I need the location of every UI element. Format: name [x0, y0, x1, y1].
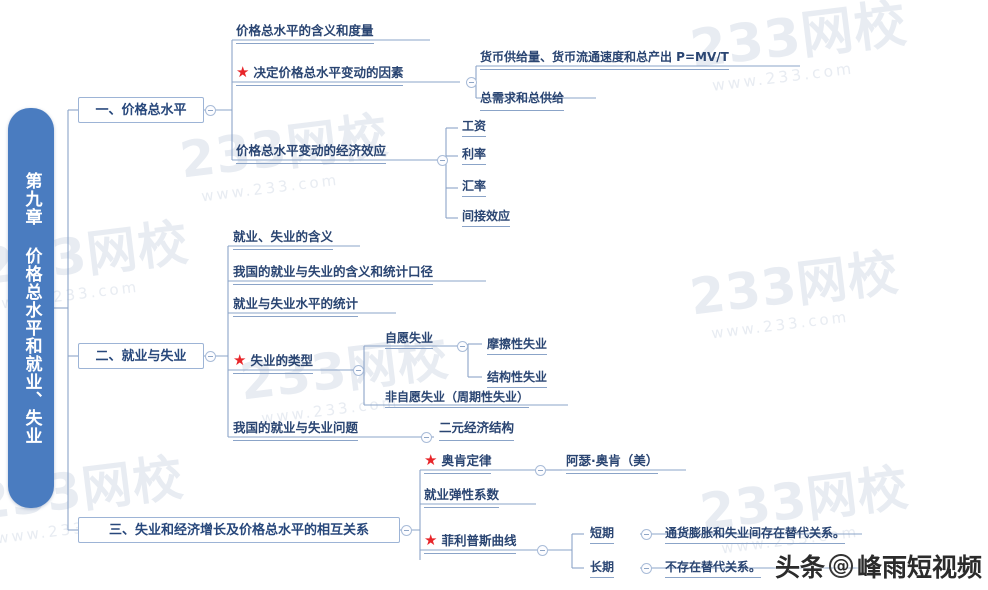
- node-dual-economy-structure-label: 二元经济结构: [439, 419, 515, 435]
- node-china-employment-problem[interactable]: 我国的就业与失业问题: [233, 419, 359, 441]
- star-icon-unemployment-types: ★: [233, 350, 247, 369]
- collapse-toggle-price-effects[interactable]: [437, 155, 448, 166]
- root-node-label: 第九章 价格总水平和就业、失业: [21, 171, 42, 445]
- node-employment-meaning[interactable]: 就业、失业的含义: [233, 228, 334, 250]
- node-long-term-detail[interactable]: 不存在替代关系。: [665, 559, 762, 578]
- collapse-toggle-phillips-curve[interactable]: [537, 545, 548, 556]
- node-structural-unemployment-label: 结构性失业: [487, 370, 548, 384]
- node-aggregate-demand-supply[interactable]: 总需求和总供给: [480, 89, 565, 111]
- node-price-level-effects[interactable]: 价格总水平变动的经济效应: [236, 142, 387, 164]
- node-short-term-label: 短期: [590, 526, 615, 540]
- node-china-employment-statistics[interactable]: 我国的就业与失业的含义和统计口径: [233, 263, 434, 285]
- node-china-employment-statistics-label: 我国的就业与失业的含义和统计口径: [233, 263, 434, 279]
- collapse-toggle-china-employment-problem[interactable]: [421, 432, 432, 443]
- collapse-toggle-price-factors[interactable]: [466, 77, 477, 88]
- node-structural-unemployment[interactable]: 结构性失业: [487, 369, 548, 388]
- node-frictional-unemployment-label: 摩擦性失业: [487, 337, 548, 351]
- section-node-1-label: 一、价格总水平: [95, 102, 187, 118]
- node-employment-meaning-label: 就业、失业的含义: [233, 228, 334, 244]
- collapse-toggle-okun-law[interactable]: [535, 465, 546, 476]
- node-long-term-detail-label: 不存在替代关系。: [665, 560, 762, 574]
- node-employment-level-statistics-label: 就业与失业水平的统计: [233, 295, 359, 311]
- node-involuntary-unemployment[interactable]: 非自愿失业（周期性失业）: [385, 388, 530, 408]
- node-money-supply-formula[interactable]: 货币供给量、货币流通速度和总产出 P=MV/T: [480, 48, 729, 70]
- node-wage[interactable]: 工资: [462, 118, 487, 137]
- node-employment-level-statistics[interactable]: 就业与失业水平的统计: [233, 295, 359, 317]
- node-phillips-curve[interactable]: ★ 菲利普斯曲线: [424, 530, 517, 554]
- root-node[interactable]: 第九章 价格总水平和就业、失业: [8, 108, 54, 508]
- collapse-toggle-section-1[interactable]: [205, 105, 216, 116]
- node-voluntary-unemployment-label: 自愿失业: [385, 330, 434, 345]
- node-indirect-effect-label: 间接效应: [462, 209, 511, 223]
- star-icon-okun-law: ★: [424, 450, 438, 469]
- collapse-toggle-long-term[interactable]: [641, 563, 652, 574]
- section-node-3[interactable]: 三、失业和经济增长及价格总水平的相互关系: [78, 517, 400, 543]
- node-unemployment-types-label: 失业的类型: [250, 352, 313, 368]
- section-node-2-label: 二、就业与失业: [95, 348, 187, 364]
- collapse-toggle-voluntary-unemployment[interactable]: [457, 341, 468, 352]
- node-money-supply-formula-label: 货币供给量、货币流通速度和总产出 P=MV/T: [480, 50, 729, 64]
- node-short-term-detail[interactable]: 通货膨胀和失业间存在替代关系。: [665, 525, 846, 544]
- star-icon-phillips-curve: ★: [424, 530, 438, 549]
- node-phillips-curve-label: 菲利普斯曲线: [441, 532, 517, 548]
- node-dual-economy-structure[interactable]: 二元经济结构: [439, 419, 515, 441]
- section-node-2[interactable]: 二、就业与失业: [78, 343, 204, 369]
- node-frictional-unemployment[interactable]: 摩擦性失业: [487, 336, 548, 355]
- channel-platform-label: 头条: [774, 553, 825, 582]
- node-long-term[interactable]: 长期: [590, 559, 615, 578]
- channel-name-label: 峰雨短视频: [856, 553, 982, 582]
- node-interest-rate-label: 利率: [462, 147, 487, 161]
- node-wage-label: 工资: [462, 119, 487, 133]
- node-aggregate-demand-supply-label: 总需求和总供给: [480, 91, 565, 105]
- node-employment-elasticity[interactable]: 就业弹性系数: [424, 486, 500, 508]
- node-interest-rate[interactable]: 利率: [462, 146, 487, 165]
- node-short-term-detail-label: 通货膨胀和失业间存在替代关系。: [665, 526, 846, 540]
- node-price-level-meaning-label: 价格总水平的含义和度量: [236, 22, 374, 38]
- section-node-1[interactable]: 一、价格总水平: [78, 97, 204, 123]
- node-arthur-okun[interactable]: 阿瑟·奥肯（美）: [566, 452, 659, 474]
- node-indirect-effect[interactable]: 间接效应: [462, 208, 511, 227]
- node-price-level-effects-label: 价格总水平变动的经济效应: [236, 142, 387, 158]
- at-icon: @: [828, 554, 853, 578]
- node-long-term-label: 长期: [590, 560, 615, 574]
- node-china-employment-problem-label: 我国的就业与失业问题: [233, 419, 359, 435]
- node-arthur-okun-label: 阿瑟·奥肯（美）: [566, 452, 659, 468]
- node-unemployment-types[interactable]: ★ 失业的类型: [233, 352, 313, 374]
- node-involuntary-unemployment-label: 非自愿失业（周期性失业）: [385, 389, 530, 404]
- star-icon-price-factors: ★: [236, 62, 250, 81]
- collapse-toggle-unemployment-types[interactable]: [353, 365, 364, 376]
- node-voluntary-unemployment[interactable]: 自愿失业: [385, 329, 434, 349]
- node-okun-law-label: 奥肯定律: [441, 452, 492, 468]
- node-okun-law[interactable]: ★ 奥肯定律: [424, 450, 492, 474]
- node-exchange-rate[interactable]: 汇率: [462, 178, 487, 197]
- channel-watermark: 头条 @ 峰雨短视频: [775, 548, 982, 584]
- collapse-toggle-section-2[interactable]: [205, 351, 216, 362]
- node-price-level-factors-label: 决定价格总水平变动的因素: [253, 64, 404, 80]
- collapse-toggle-section-3[interactable]: [401, 525, 412, 536]
- node-price-level-factors[interactable]: ★ 决定价格总水平变动的因素: [236, 62, 404, 86]
- section-node-3-label: 三、失业和经济增长及价格总水平的相互关系: [108, 522, 369, 538]
- node-price-level-meaning[interactable]: 价格总水平的含义和度量: [236, 22, 374, 44]
- collapse-toggle-short-term[interactable]: [641, 529, 652, 540]
- node-short-term[interactable]: 短期: [590, 525, 615, 544]
- node-employment-elasticity-label: 就业弹性系数: [424, 486, 500, 502]
- node-exchange-rate-label: 汇率: [462, 179, 487, 193]
